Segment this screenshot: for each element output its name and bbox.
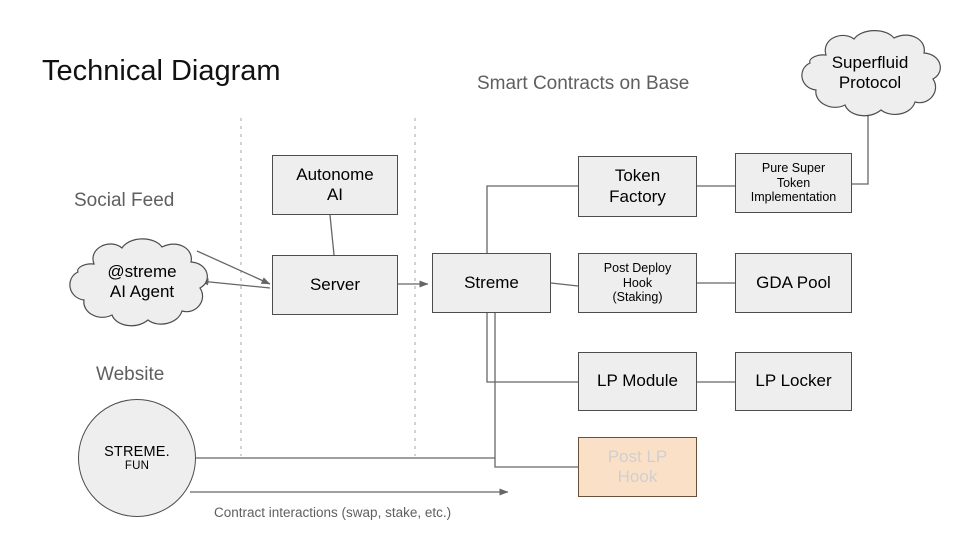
box-post-deploy-hook-line2: Hook — [622, 275, 653, 290]
cloud-superfluid-protocol-line1: Superfluid — [831, 52, 909, 72]
box-pure-super-token-line3: Implementation — [750, 190, 837, 205]
box-autonome-ai-line2: AI — [326, 185, 344, 204]
edge-streme-to-post-lp-hook — [494, 313, 578, 468]
cloud-superfluid-protocol-line2: Protocol — [838, 73, 902, 92]
box-pure-super-token-line1: Pure Super — [761, 160, 826, 175]
edge-streme-to-lp-module — [486, 313, 578, 383]
box-gda-pool[interactable]: GDA Pool — [735, 253, 852, 313]
box-lp-locker-line1: LP Locker — [755, 371, 832, 391]
circle-streme-fun-line1: STREME. — [104, 444, 170, 460]
box-gda-pool-line1: GDA Pool — [756, 272, 831, 292]
edge-label-contract-interactions: Contract interactions (swap, stake, etc.… — [214, 505, 452, 520]
box-token-factory-line1: Token — [614, 166, 661, 186]
box-streme-line1: Streme — [464, 272, 519, 292]
cloud-streme-ai-agent-line2: AI Agent — [109, 282, 175, 301]
box-autonome-ai[interactable]: Autonome AI — [272, 155, 398, 215]
group-label-website: Website — [96, 364, 165, 385]
cloud-streme-ai-agent[interactable]: @streme AI Agent — [58, 236, 218, 328]
box-token-factory-line2: Factory — [609, 186, 666, 206]
box-post-lp-hook-line2: Hook — [617, 467, 658, 486]
edge-streme-to-post-deploy-hook — [550, 282, 579, 287]
circle-streme-fun-line2: FUN — [124, 460, 150, 472]
page-title: Technical Diagram — [42, 55, 281, 87]
cloud-streme-ai-agent-line1: @streme — [107, 261, 177, 281]
box-pure-super-token-line2: Token — [776, 175, 811, 190]
group-label-social-feed: Social Feed — [74, 190, 175, 211]
cloud-superfluid-protocol[interactable]: Superfluid Protocol — [788, 28, 952, 118]
box-streme[interactable]: Streme — [432, 253, 551, 313]
box-lp-module[interactable]: LP Module — [578, 352, 697, 411]
box-post-lp-hook[interactable]: Post LP Hook — [578, 437, 697, 497]
box-server-line1: Server — [309, 274, 361, 294]
box-lp-module-line1: LP Module — [597, 371, 678, 391]
box-post-deploy-hook-line1: Post Deploy — [603, 260, 672, 275]
box-post-lp-hook-line1: Post LP — [607, 446, 668, 466]
box-post-deploy-hook-line3: (Staking) — [612, 290, 663, 305]
edge-autonome-server — [329, 214, 335, 256]
box-lp-locker[interactable]: LP Locker — [735, 352, 852, 411]
box-server[interactable]: Server — [272, 255, 398, 315]
box-token-factory[interactable]: Token Factory — [578, 156, 697, 217]
group-label-smart-contracts-on-base: Smart Contracts on Base — [477, 73, 690, 94]
box-pure-super-token-implementation[interactable]: Pure Super Token Implementation — [735, 153, 852, 213]
box-autonome-ai-line1: Autonome — [296, 164, 374, 184]
edge-streme-to-token-factory — [486, 185, 578, 253]
cloud-shape — [801, 30, 941, 117]
edge-superfluid-to-pure-super-token — [852, 116, 869, 185]
box-post-deploy-hook[interactable]: Post Deploy Hook (Staking) — [578, 253, 697, 313]
cloud-shape — [69, 238, 208, 327]
circle-streme-fun-website[interactable]: STREME. FUN — [78, 399, 196, 517]
